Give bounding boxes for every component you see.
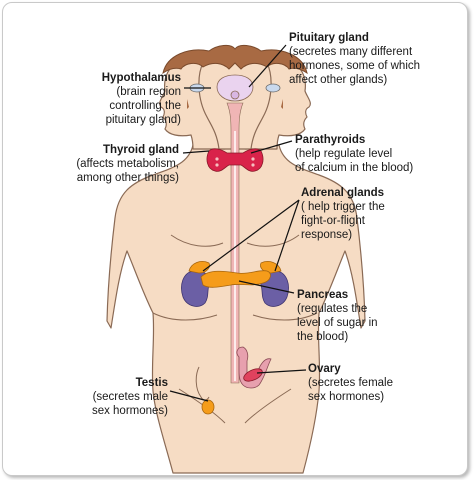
- parathyroids-title: Parathyroids: [295, 134, 366, 146]
- label-hypothalamus: Hypothalamus (brain region controlling t…: [63, 71, 181, 127]
- pancreas-desc-1: (regulates the: [297, 303, 368, 315]
- thyroid-desc-2: among other things): [76, 172, 179, 184]
- label-testis: Testis (secretes male sex hormones): [61, 376, 168, 418]
- label-pituitary-gland: Pituitary gland (secretes many different…: [289, 31, 429, 87]
- hypothalamus-desc-1: (brain region: [116, 86, 181, 98]
- thyroid-title: Thyroid gland: [102, 144, 179, 156]
- testis-desc-2: sex hormones): [91, 405, 168, 417]
- pancreas-desc-3: the blood): [297, 331, 349, 343]
- ovary-desc-1: (secretes female: [308, 377, 394, 389]
- hypothalamus-title: Hypothalamus: [101, 72, 181, 84]
- label-parathyroids: Parathyroids (help regulate level of cal…: [295, 133, 445, 175]
- pituitary-title: Pituitary gland: [289, 32, 369, 44]
- adrenal-glands: [188, 261, 282, 274]
- pancreas: [200, 270, 271, 288]
- ovary-desc-2: sex hormones): [308, 391, 385, 403]
- adrenal-desc-3: response): [301, 229, 353, 241]
- label-pancreas: Pancreas (regulates the level of sugar i…: [297, 288, 417, 344]
- testis-desc-1: (secretes male: [92, 391, 168, 403]
- pituitary-desc-2: hormones, some of which: [289, 60, 421, 72]
- label-thyroid-gland: Thyroid gland (affects metabolism, among…: [43, 143, 179, 185]
- pituitary-desc-1: (secretes many different: [289, 46, 413, 58]
- hair: [162, 44, 308, 75]
- ovary-title: Ovary: [308, 363, 341, 375]
- thyroid-desc-1: (affects metabolism,: [76, 158, 179, 170]
- pituitary-desc-3: affect other glands): [289, 74, 388, 86]
- label-ovary: Ovary (secretes female sex hormones): [308, 362, 428, 404]
- testis: [195, 366, 215, 415]
- pituitary-region: [216, 74, 254, 102]
- adrenal-desc-1: ( help trigger the: [301, 201, 385, 213]
- endocrine-diagram: [106, 44, 366, 474]
- pancreas-title: Pancreas: [297, 289, 349, 301]
- adrenal-title: Adrenal glands: [301, 187, 385, 199]
- testis-title: Testis: [135, 377, 168, 389]
- figure-frame: Pituitary gland (secretes many different…: [2, 2, 468, 476]
- hypothalamus-desc-2: controlling the: [109, 100, 181, 112]
- parathyroids-desc-1: (help regulate level: [295, 148, 393, 160]
- adrenal-desc-2: fight-or-flight: [301, 215, 365, 227]
- pancreas-desc-2: level of sugar in: [297, 317, 378, 329]
- parathyroids-desc-2: of calcium in the blood): [295, 162, 414, 174]
- spinal-cord: [226, 102, 244, 384]
- hypothalamus-desc-3: pituitary gland): [105, 114, 181, 126]
- ovary-uterus: [236, 346, 272, 389]
- label-adrenal-glands: Adrenal glands ( help trigger the fight-…: [301, 186, 441, 242]
- leader-lines: [169, 44, 307, 402]
- thyroid-gland: [206, 148, 264, 172]
